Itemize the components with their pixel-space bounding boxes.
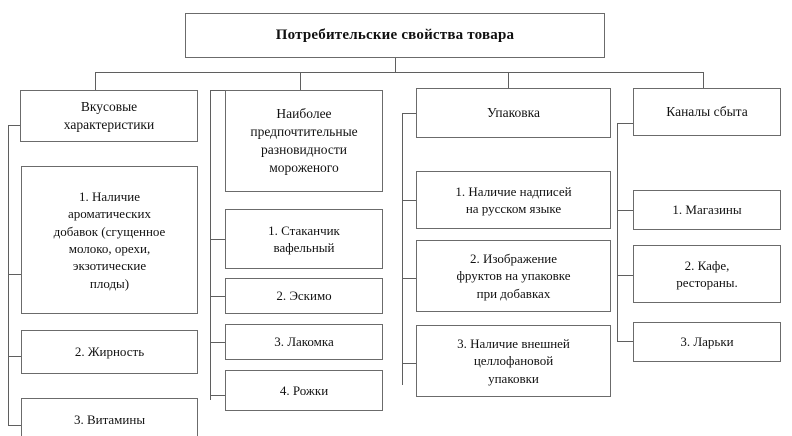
connector-stub-taste-1 (8, 274, 21, 275)
branch-node-kinds-label: Наиболее предпочтительные разновидности … (250, 105, 358, 176)
leaf-node-packaging-1-label: 1. Наличие надписей на русском языке (455, 183, 572, 216)
leaf-node-taste-2-label: 2. Жирность (74, 344, 145, 360)
leaf-node-packaging-3[interactable]: 3. Наличие внешней целлофановой упаковки (416, 325, 611, 397)
branch-node-channels-label: Каналы сбыта (666, 103, 748, 119)
leaf-node-packaging-3-label: 3. Наличие внешней целлофановой упаковки (457, 335, 570, 386)
leaf-node-taste-2[interactable]: 2. Жирность (21, 330, 198, 374)
connector-stub-taste-head (8, 125, 21, 126)
connector-stub-kinds-2 (210, 296, 225, 297)
branch-node-kinds[interactable]: Наиболее предпочтительные разновидности … (225, 90, 383, 192)
connector-root-stem (395, 57, 396, 72)
leaf-node-kinds-1[interactable]: 1. Стаканчик вафельный (225, 209, 383, 269)
connector-stub-packaging-1 (402, 200, 416, 201)
connector-trunk-taste (8, 125, 9, 425)
branch-node-channels[interactable]: Каналы сбыта (633, 88, 781, 136)
connector-stub-channels-1 (617, 210, 633, 211)
leaf-node-channels-2-label: 2. Кафе, рестораны. (676, 257, 738, 290)
leaf-node-kinds-2[interactable]: 2. Эскимо (225, 278, 383, 314)
connector-stub-kinds-3 (210, 342, 225, 343)
connector-stub-channels-3 (617, 341, 633, 342)
leaf-node-channels-3-label: 3. Ларьки (680, 334, 734, 350)
leaf-node-kinds-2-label: 2. Эскимо (276, 288, 332, 304)
leaf-node-packaging-2[interactable]: 2. Изображение фруктов на упаковке при д… (416, 240, 611, 312)
connector-stub-kinds-4 (210, 395, 225, 396)
connector-drop-kinds (300, 72, 301, 91)
leaf-node-kinds-4[interactable]: 4. Рожки (225, 370, 383, 411)
leaf-node-packaging-2-label: 2. Изображение фруктов на упаковке при д… (456, 250, 571, 301)
connector-stub-kinds-1 (210, 239, 225, 240)
leaf-node-kinds-3-label: 3. Лакомка (274, 334, 334, 350)
connector-stub-channels-head (617, 123, 633, 124)
root-node-label: Потребительские свойства товара (275, 27, 515, 44)
connector-trunk-channels (617, 123, 618, 341)
connector-stub-packaging-3 (402, 363, 416, 364)
leaf-node-channels-2[interactable]: 2. Кафе, рестораны. (633, 245, 781, 303)
leaf-node-taste-3-label: 3. Витамины (73, 412, 146, 428)
branch-node-taste-label: Вкусовые характеристики (63, 98, 155, 132)
connector-drop-packaging (508, 72, 509, 91)
leaf-node-channels-3[interactable]: 3. Ларьки (633, 322, 781, 362)
connector-stub-taste-3 (8, 425, 21, 426)
leaf-node-packaging-1[interactable]: 1. Наличие надписей на русском языке (416, 171, 611, 229)
connector-stub-channels-2 (617, 275, 633, 276)
connector-main-bus (95, 72, 704, 73)
connector-stub-kinds-head (210, 90, 225, 91)
root-node[interactable]: Потребительские свойства товара (185, 13, 605, 58)
leaf-node-taste-1[interactable]: 1. Наличие ароматических добавок (сгущен… (21, 166, 198, 314)
leaf-node-channels-1[interactable]: 1. Магазины (633, 190, 781, 230)
leaf-node-kinds-1-label: 1. Стаканчик вафельный (268, 222, 340, 255)
leaf-node-kinds-4-label: 4. Рожки (279, 382, 329, 398)
leaf-node-taste-1-label: 1. Наличие ароматических добавок (сгущен… (53, 188, 166, 291)
connector-trunk-packaging (402, 113, 403, 385)
branch-node-taste[interactable]: Вкусовые характеристики (20, 90, 198, 142)
leaf-node-channels-1-label: 1. Магазины (672, 202, 742, 218)
leaf-node-taste-3[interactable]: 3. Витамины (21, 398, 198, 436)
leaf-node-kinds-3[interactable]: 3. Лакомка (225, 324, 383, 360)
branch-node-packaging-label: Упаковка (487, 104, 540, 120)
connector-stub-taste-2 (8, 356, 21, 357)
connector-trunk-kinds (210, 90, 211, 400)
connector-drop-taste (95, 72, 96, 91)
connector-drop-channels (703, 72, 704, 91)
connector-stub-packaging-2 (402, 278, 416, 279)
connector-stub-packaging-head (402, 113, 416, 114)
branch-node-packaging[interactable]: Упаковка (416, 88, 611, 138)
